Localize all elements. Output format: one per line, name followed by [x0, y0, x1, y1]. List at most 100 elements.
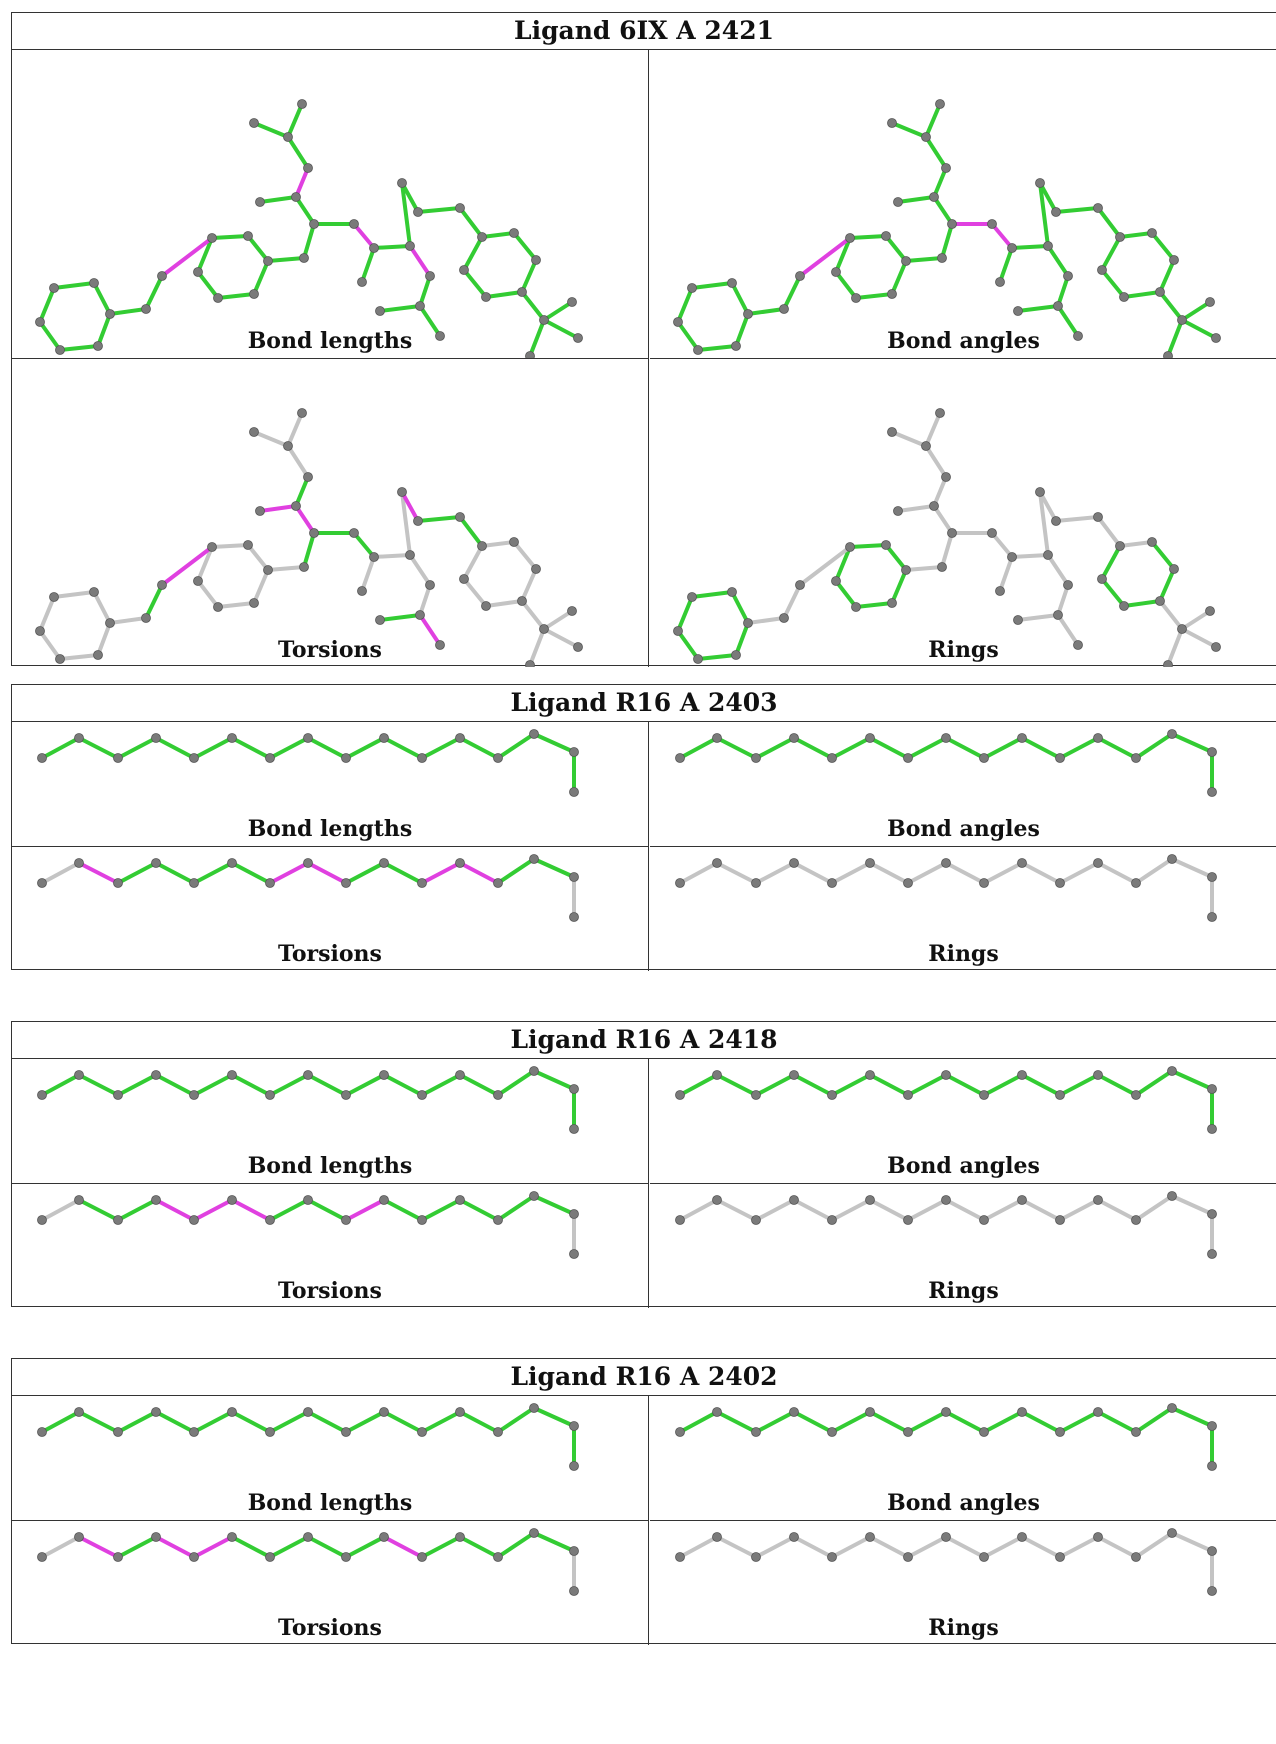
ligand-atom: [113, 878, 123, 888]
ligand-bond: [1058, 736, 1100, 760]
ligand-atom: [903, 753, 913, 763]
ligand-atom: [687, 592, 697, 602]
ligand-bond: [1058, 1073, 1100, 1097]
ligand-atom: [37, 878, 47, 888]
ligand-atom: [887, 118, 897, 128]
ligand-atom: [673, 626, 683, 636]
ligand-atom: [979, 1552, 989, 1562]
ligand-bond: [1058, 861, 1100, 885]
ligand-bond: [40, 861, 81, 885]
ligand-atom: [1167, 854, 1177, 864]
ligand-bond: [982, 1410, 1024, 1434]
ligand-atom: [397, 487, 407, 497]
ligand-atom: [675, 878, 685, 888]
molecule-diagram: [37, 729, 579, 797]
ligand-bond: [924, 411, 942, 448]
ligand-atom: [37, 1427, 47, 1437]
ligand-atom: [413, 516, 423, 526]
ligand-bond: [1056, 583, 1070, 617]
ligand-atom: [415, 301, 425, 311]
ligand-bond: [782, 274, 802, 311]
ligand-atom: [1055, 878, 1065, 888]
ligand-bond: [868, 861, 910, 885]
ligand-bond: [496, 857, 536, 885]
ligand-bond: [1020, 1535, 1062, 1559]
ligand-atom: [712, 1532, 722, 1542]
ligand-bond: [58, 653, 100, 661]
ligand-atom: [727, 278, 737, 288]
ligand-atom: [74, 1532, 84, 1542]
ligand-bond: [1158, 599, 1184, 631]
ligand-bond: [154, 1198, 196, 1222]
ligand-atom: [151, 858, 161, 868]
ligand-atom: [37, 753, 47, 763]
ligand-bond: [1096, 1535, 1138, 1559]
ligand-bond: [116, 1535, 158, 1559]
ligand-atom: [1097, 574, 1107, 584]
ligand-bond: [52, 590, 96, 599]
ligand-bond: [38, 320, 62, 352]
ligand-atom: [1205, 606, 1215, 616]
ligand-atom: [1097, 265, 1107, 275]
ligand-atom: [1017, 1195, 1027, 1205]
ligand-bond: [420, 861, 462, 885]
ligand-atom: [207, 233, 217, 243]
ligand-bond: [462, 544, 484, 581]
molecule-diagram: [675, 1191, 1217, 1259]
ligand-atom: [493, 1090, 503, 1100]
ligand-bond: [1058, 1410, 1100, 1434]
ligand-atom: [995, 586, 1005, 596]
ligand-bond: [360, 246, 376, 284]
ligand-bond: [462, 268, 488, 299]
ligand-bond: [512, 231, 538, 262]
ligand-bond: [294, 195, 316, 226]
ligand-atom: [413, 207, 423, 217]
ligand-bond: [1016, 613, 1060, 622]
ligand-atom: [1093, 1532, 1103, 1542]
ligand-atom: [291, 192, 301, 202]
ligand-bond: [420, 1198, 462, 1222]
ligand-atom: [789, 733, 799, 743]
ligand-atom: [93, 650, 103, 660]
ligand-atom: [1051, 207, 1061, 217]
ligand-atom: [425, 580, 435, 590]
ligand-atom: [415, 610, 425, 620]
ligand-atom: [435, 640, 445, 650]
ligand-atom: [265, 878, 275, 888]
panel-caption: Rings: [928, 941, 999, 967]
ligand-atom: [743, 618, 753, 628]
ligand-atom: [455, 512, 465, 522]
ligand-bond: [116, 736, 158, 760]
ligand-bond: [1180, 300, 1212, 322]
ligand-bond: [678, 736, 719, 760]
ligand-atom: [341, 1215, 351, 1225]
ligand-atom: [827, 753, 837, 763]
molecule-diagram: [675, 854, 1217, 922]
ligand-atom: [459, 265, 469, 275]
panel-rings: Rings: [650, 846, 1276, 971]
ligand-atom: [987, 219, 997, 229]
ligand-atom: [675, 1090, 685, 1100]
ligand-bond: [116, 1198, 158, 1222]
ligand-atom: [1147, 537, 1157, 547]
ligand-atom: [1119, 601, 1129, 611]
ligand-atom: [831, 267, 841, 277]
ligand-bond: [1010, 553, 1050, 559]
ligand-atom: [517, 596, 527, 606]
ligand-bond: [210, 234, 250, 240]
ligand-bond: [924, 135, 948, 170]
ligand-bond: [1020, 1073, 1062, 1097]
ligand-atom: [675, 1215, 685, 1225]
ligand-atom: [1207, 747, 1217, 757]
ligand-atom: [49, 283, 59, 293]
ligand-atom: [881, 540, 891, 550]
ligand-bond: [306, 1535, 348, 1559]
panel-bond-angles: Bond angles: [650, 50, 1276, 358]
ligand-bond: [458, 1410, 500, 1434]
ligand-atom: [569, 1546, 579, 1556]
ligand-atom: [1017, 1407, 1027, 1417]
molecule-diagram: [675, 1066, 1217, 1134]
molecule-diagram: [37, 854, 579, 922]
panel-caption: Torsions: [278, 941, 382, 967]
